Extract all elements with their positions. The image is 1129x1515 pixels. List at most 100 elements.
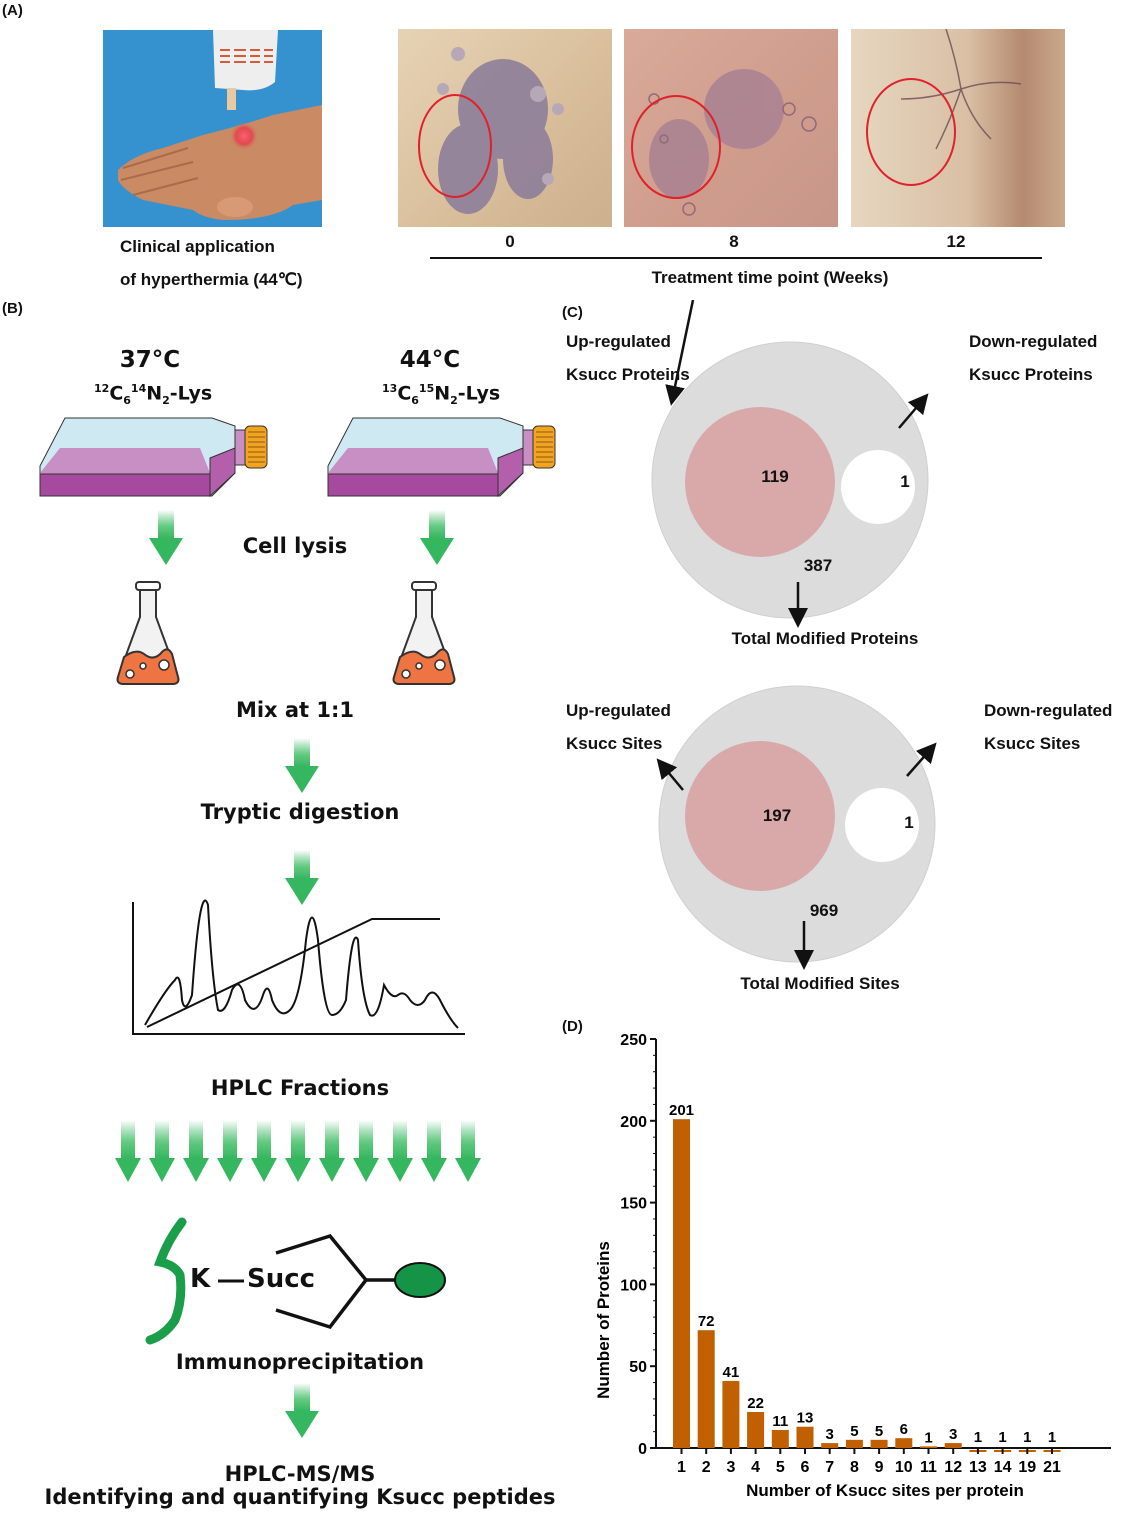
bar bbox=[673, 1119, 690, 1448]
arrow-down-icon bbox=[285, 738, 319, 793]
lesion-photo-week-0 bbox=[398, 29, 612, 227]
culture-flask-44c bbox=[327, 417, 556, 497]
arrow-down-icon bbox=[285, 1383, 319, 1438]
workflow-diagram bbox=[39, 417, 556, 1438]
arrow-up-left-icon bbox=[665, 300, 695, 406]
bar-data-label: 41 bbox=[723, 1364, 740, 1381]
x-tick-label: 3 bbox=[726, 1459, 735, 1476]
bar-data-label: 1 bbox=[1023, 1429, 1031, 1446]
c-count: 6 bbox=[411, 394, 419, 408]
panel-a-label: (A) bbox=[2, 2, 23, 19]
down-proteins-label-1: Down-regulated bbox=[969, 332, 1098, 351]
step-immunoprecipitation: Immunoprecipitation bbox=[175, 1350, 425, 1374]
antibody-icon bbox=[275, 1233, 396, 1330]
bar-data-label: 1 bbox=[924, 1429, 932, 1446]
lesion-illustration bbox=[418, 47, 564, 214]
x-tick-label: 4 bbox=[751, 1459, 760, 1476]
n-count: 2 bbox=[162, 394, 170, 408]
x-tick-label: 9 bbox=[875, 1459, 884, 1476]
proteins-venn-diagram bbox=[651, 300, 929, 628]
clinical-caption-line1: Clinical application bbox=[120, 237, 275, 256]
bar-data-label: 6 bbox=[900, 1421, 908, 1438]
sites-venn-diagram bbox=[656, 685, 937, 970]
fraction-arrows bbox=[115, 1120, 481, 1182]
culture-flask-37c bbox=[39, 417, 268, 497]
bar bbox=[821, 1443, 839, 1448]
bead-icon bbox=[394, 1262, 446, 1298]
down-proteins-label-2: Ksucc Proteins bbox=[969, 365, 1093, 384]
right-isotope-label: 13C615N2-Lys bbox=[382, 382, 501, 408]
bar bbox=[771, 1430, 789, 1448]
flask-lysate-44c bbox=[392, 581, 456, 685]
lesion-photo-week-12 bbox=[851, 29, 1065, 227]
arrow-down-icon bbox=[149, 510, 183, 565]
arrow-down-icon bbox=[420, 510, 454, 565]
arrow-down-icon bbox=[353, 1120, 379, 1182]
bar-data-label: 201 bbox=[669, 1102, 694, 1119]
timepoint-12: 12 bbox=[946, 232, 966, 251]
y-tick-label: 100 bbox=[620, 1277, 647, 1294]
lesion-illustration bbox=[866, 29, 1022, 186]
bar-data-label: 5 bbox=[850, 1423, 858, 1440]
succinyl-label: Succ bbox=[247, 1264, 316, 1294]
bar-data-label: 22 bbox=[747, 1395, 764, 1412]
x-tick-label: 7 bbox=[825, 1459, 834, 1476]
x-tick-label: 1 bbox=[677, 1459, 686, 1476]
step-identify-quantify: Identifying and quantifying Ksucc peptid… bbox=[44, 1485, 556, 1509]
x-tick-label: 21 bbox=[1043, 1459, 1061, 1476]
timepoint-8: 8 bbox=[729, 232, 739, 251]
arrow-down-icon bbox=[217, 1120, 243, 1182]
panel-c-label: (C) bbox=[562, 304, 583, 321]
n-mass: 14 bbox=[130, 382, 147, 395]
bar bbox=[697, 1330, 715, 1448]
bar bbox=[920, 1446, 937, 1448]
bar-data-label: 5 bbox=[875, 1423, 883, 1440]
lys-suffix: -Lys bbox=[169, 382, 213, 405]
arrow-down-icon bbox=[387, 1120, 413, 1182]
x-tick-label: 10 bbox=[895, 1459, 913, 1476]
left-temperature: 37°C bbox=[119, 347, 181, 373]
bar bbox=[722, 1380, 740, 1448]
arrow-down-icon bbox=[251, 1120, 277, 1182]
lys-suffix: -Lys bbox=[457, 382, 501, 405]
flask-lysate-37c bbox=[116, 581, 180, 685]
step-digestion: Tryptic digestion bbox=[200, 800, 400, 824]
bar-data-label: 1 bbox=[998, 1429, 1006, 1446]
up-sites-label-2: Ksucc Sites bbox=[566, 734, 663, 753]
arrow-up-right-icon bbox=[898, 393, 929, 429]
lysine-k-label: K bbox=[190, 1264, 211, 1294]
up-sites-count: 197 bbox=[762, 806, 792, 825]
arrow-down-icon bbox=[319, 1120, 345, 1182]
c-mass: 13 bbox=[382, 382, 398, 395]
peptide-chain-icon bbox=[145, 1217, 187, 1345]
x-tick-label: 6 bbox=[801, 1459, 810, 1476]
y-tick-label: 200 bbox=[620, 1114, 647, 1131]
total-proteins-label: Total Modified Proteins bbox=[731, 629, 919, 648]
n-count: 2 bbox=[450, 394, 458, 408]
step-hplc-fractions: HPLC Fractions bbox=[210, 1076, 390, 1100]
down-sites-count: 1 bbox=[904, 813, 914, 832]
y-tick-label: 150 bbox=[620, 1196, 647, 1213]
step-hplc-msms: HPLC-MS/MS bbox=[224, 1462, 376, 1486]
down-proteins-count: 1 bbox=[900, 472, 910, 491]
bar-data-label: 13 bbox=[797, 1410, 814, 1427]
x-tick-label: 13 bbox=[969, 1459, 987, 1476]
bar bbox=[944, 1443, 962, 1448]
arrow-up-right-icon bbox=[906, 742, 937, 777]
lesion-circle-marker bbox=[866, 78, 956, 186]
bar-data-label: 11 bbox=[772, 1413, 788, 1430]
x-tick-label: 14 bbox=[994, 1459, 1012, 1476]
hand-illustration bbox=[103, 30, 322, 227]
hyperthermia-hand-photo bbox=[103, 30, 322, 227]
y-tick-label: 50 bbox=[629, 1359, 647, 1376]
step-cell-lysis: Cell lysis bbox=[242, 534, 348, 558]
panel-d-label: (D) bbox=[562, 1018, 583, 1035]
timeline-axis-line bbox=[430, 257, 1042, 259]
y-tick-label: 0 bbox=[638, 1441, 647, 1458]
arrow-down-icon bbox=[285, 1120, 311, 1182]
down-regulated-sites-circle bbox=[845, 788, 919, 862]
up-proteins-label-1: Up-regulated bbox=[566, 332, 671, 351]
lesion-circle-marker bbox=[418, 94, 492, 198]
bar-data-label: 72 bbox=[698, 1313, 715, 1330]
bar bbox=[870, 1439, 888, 1448]
